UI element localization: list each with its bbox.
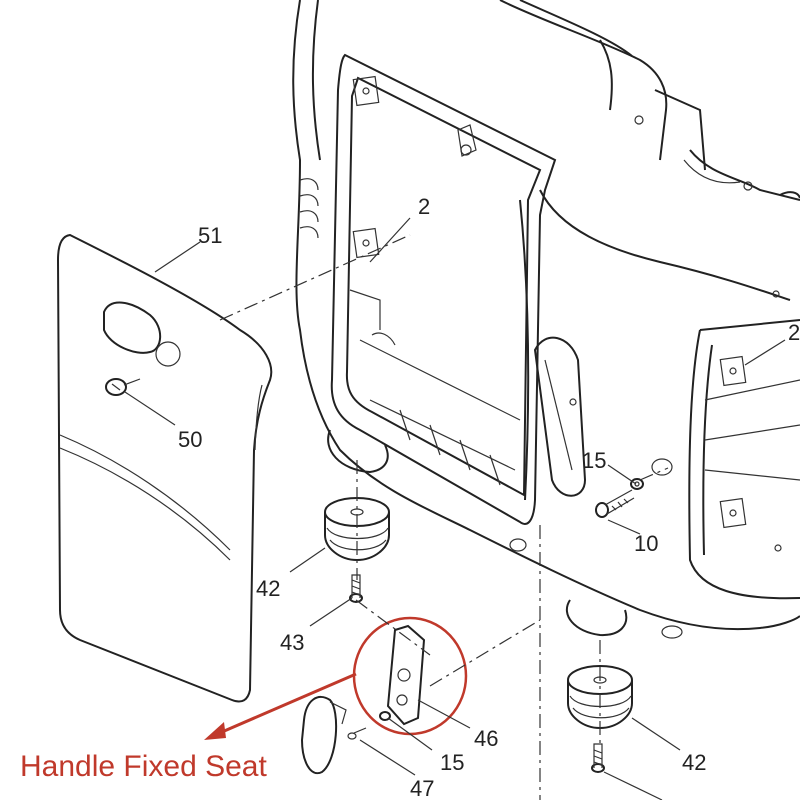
callout-2-front: 2	[418, 194, 430, 219]
generator-body	[292, 0, 800, 639]
handle-bolt	[595, 478, 644, 518]
caption-label: Handle Fixed Seat	[20, 750, 267, 783]
leader-lines	[124, 217, 786, 800]
callout-15-seat: 15	[440, 750, 464, 775]
callout-10: 10	[634, 531, 658, 556]
foot-screw-right	[591, 743, 605, 773]
callout-42-left: 42	[256, 576, 280, 601]
callout-15-bolt: 15	[582, 448, 606, 473]
panel-screw	[105, 378, 141, 396]
foot-screw-left	[349, 574, 363, 603]
assembly-lines	[219, 234, 669, 800]
callout-50: 50	[178, 427, 202, 452]
callout-46: 46	[474, 726, 498, 751]
caption-arrow	[204, 672, 357, 740]
callout-43: 43	[280, 630, 304, 655]
handle-fixed-seat	[300, 624, 426, 775]
side-cover-panel	[56, 233, 273, 703]
callout-51: 51	[198, 223, 222, 248]
callout-42-right: 42	[682, 750, 706, 775]
callout-labels: 51 50 2 2 15 10 42 43 46 15 47 42	[178, 194, 800, 800]
callout-47: 47	[410, 776, 434, 800]
callout-2-side: 2	[788, 320, 800, 345]
